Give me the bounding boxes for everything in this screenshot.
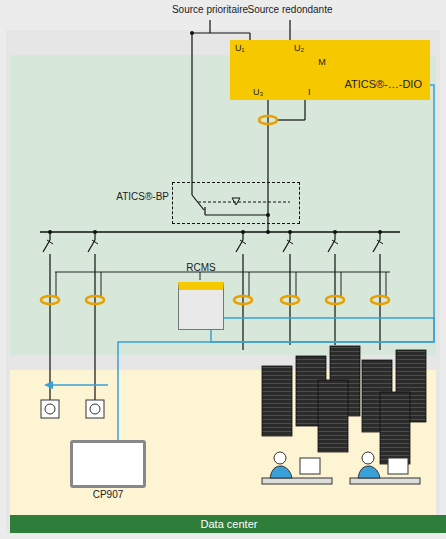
breaker-symbol xyxy=(332,240,338,244)
motor-label: M xyxy=(318,56,326,68)
node-label: ATICS®-BP xyxy=(116,191,169,202)
current-transformer xyxy=(371,296,389,304)
bypass-mechanism xyxy=(198,202,290,203)
frame xyxy=(6,30,440,534)
current-transformer xyxy=(326,296,344,304)
rcms-device: RCMS xyxy=(178,282,224,330)
breaker-symbol xyxy=(377,240,383,244)
sense-wire xyxy=(386,272,387,297)
node-label: CP907 xyxy=(93,489,124,500)
touch-panel: CP907 xyxy=(70,440,146,488)
breaker-symbol xyxy=(92,240,98,244)
feeder-wire xyxy=(289,254,290,345)
feeder-wire xyxy=(49,254,50,400)
current-transformer xyxy=(259,116,277,124)
terminal-label: U₂ xyxy=(294,42,304,54)
feeder-wire xyxy=(242,232,243,240)
source-label: Source redondante xyxy=(247,4,332,16)
feeder-wire xyxy=(94,232,95,240)
feeder-wire xyxy=(242,254,243,350)
sense-wire xyxy=(101,272,102,297)
sense-wire xyxy=(56,272,57,297)
feeder-wire xyxy=(289,232,290,240)
node-label: Data center xyxy=(10,515,446,533)
terminal-label: U₁ xyxy=(235,42,245,54)
operators xyxy=(262,452,420,484)
feeder-wire xyxy=(379,254,380,350)
terminal-label: I xyxy=(308,86,311,98)
server-racks xyxy=(262,346,426,464)
sense-wire xyxy=(296,272,297,297)
bus-line xyxy=(211,85,434,342)
feeder-wire xyxy=(334,232,335,240)
feeder-wire xyxy=(334,254,335,345)
node-label: RCMS xyxy=(186,262,215,273)
bypass-box: ATICS®-BP xyxy=(172,182,300,224)
sense-wire xyxy=(249,272,250,297)
feeder-wire xyxy=(94,254,95,400)
current-transformer xyxy=(41,296,59,304)
bus-connector xyxy=(211,85,434,342)
bus-connector xyxy=(118,318,434,488)
current-transformer xyxy=(234,296,252,304)
terminal-label: U₃ xyxy=(253,86,263,98)
breaker-symbol xyxy=(240,240,246,244)
breaker-symbol xyxy=(47,240,53,244)
distribution-panel xyxy=(10,55,436,355)
breaker-symbol xyxy=(287,240,293,244)
feeder-wire xyxy=(49,232,50,240)
bus-line xyxy=(118,318,434,488)
bus-arrow xyxy=(52,384,108,386)
sense-wire xyxy=(341,272,342,297)
datacenter-band: Data center xyxy=(10,515,446,533)
feeder-wire xyxy=(379,232,380,240)
bypass-handle xyxy=(232,198,240,205)
current-transformer xyxy=(86,296,104,304)
sockets xyxy=(41,400,104,418)
node-label: ATICS®-…-DIO xyxy=(344,78,422,90)
bus-arrowhead xyxy=(44,381,53,389)
current-transformer xyxy=(281,296,299,304)
source-label: Source prioritaire xyxy=(172,4,248,16)
